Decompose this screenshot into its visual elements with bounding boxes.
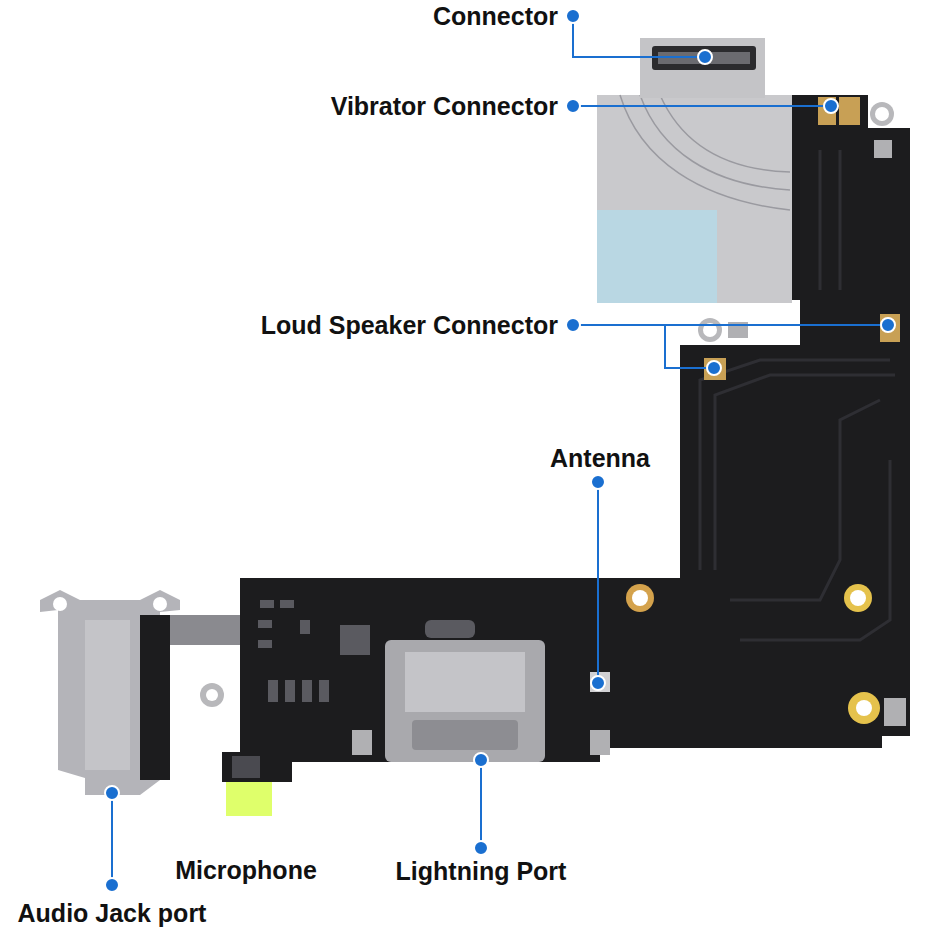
mic-element xyxy=(232,756,260,778)
audio-jack xyxy=(40,590,240,795)
flex-ribbon xyxy=(597,95,792,303)
lightning-port xyxy=(385,640,545,762)
leader-dots xyxy=(105,9,895,892)
antenna-pad xyxy=(590,672,610,692)
part-label: Antenna xyxy=(550,444,650,472)
part-label: Audio Jack port xyxy=(18,899,207,927)
connector-tab xyxy=(640,38,765,98)
part-label: Microphone xyxy=(175,856,317,884)
mic-tape xyxy=(226,780,272,816)
speaker-pad xyxy=(880,314,900,342)
mount-rings xyxy=(200,102,906,755)
part-label: Lightning Port xyxy=(396,857,567,885)
speaker-pad xyxy=(704,358,726,380)
vibrator-pads xyxy=(818,97,860,125)
part-label: Vibrator Connector xyxy=(331,92,558,120)
part-label: Loud Speaker Connector xyxy=(261,311,558,339)
pcb-board xyxy=(240,95,910,762)
flex-ribbon-tint xyxy=(597,210,717,303)
part-label: Connector xyxy=(433,2,558,30)
leader-lines xyxy=(112,16,888,885)
